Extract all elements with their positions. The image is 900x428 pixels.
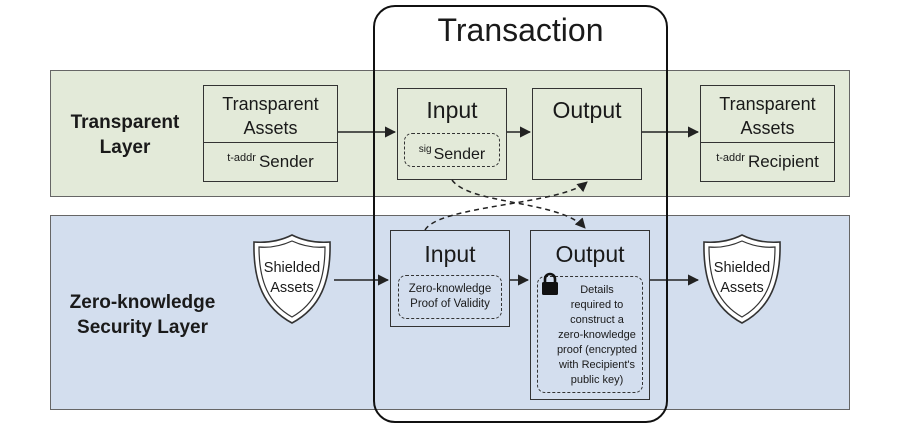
transparent-input-title: Input (426, 97, 478, 123)
recipient-addr-label: Recipient (747, 152, 819, 171)
transparent-layer-label: Transparent Layer (55, 110, 195, 160)
recipient-assets-title: Transparent Assets (701, 86, 834, 142)
details-line: Details (580, 284, 614, 296)
shielded-in-line2: Assets (270, 280, 314, 296)
dashed-arrow-zk-input-to-output (424, 181, 588, 231)
transparent-layer-label-line1: Transparent (70, 112, 180, 133)
zk-output-title: Output (555, 241, 625, 267)
sender-assets-title-line2: Assets (243, 118, 298, 138)
zk-proof-box: Zero-knowledge Proof of Validity (398, 275, 502, 319)
recipient-addr-prefix: t-addr (716, 152, 745, 164)
zk-input-title: Input (424, 241, 476, 267)
details-line: with Recipient's (558, 359, 636, 371)
transparent-output-title: Output (552, 97, 622, 123)
shield-icon (703, 234, 781, 324)
recipient-assets-title-line1: Transparent (719, 94, 816, 114)
details-line: construct a (570, 314, 624, 326)
recipient-assets-title-line2: Assets (740, 118, 795, 138)
details-line: required to (570, 299, 624, 311)
zk-output-box: Output Details required to construct a z… (530, 230, 650, 400)
sig-prefix: sig (418, 144, 432, 155)
shielded-assets-in-label: Shielded Assets (250, 258, 334, 298)
zk-details-box: Details required to construct a zero-kno… (537, 276, 643, 393)
zk-proof-line2: Proof of Validity (410, 298, 490, 310)
zk-layer-label-line2: Security Layer (77, 317, 208, 338)
shielded-out-line2: Assets (720, 280, 764, 296)
transaction-frame (373, 5, 668, 423)
sender-addr-label: Sender (258, 152, 314, 171)
zk-proof-line1: Zero-knowledge (408, 283, 492, 295)
details-line: zero-knowledge (558, 329, 636, 341)
shielded-out-line1: Shielded (713, 260, 771, 276)
sender-addr-prefix: t-addr (227, 152, 256, 164)
lock-icon (542, 272, 558, 295)
transparent-output-box: Output (532, 88, 642, 180)
shielded-in-line1: Shielded (263, 260, 321, 276)
dashed-arrow-input-to-zk-output (451, 179, 586, 229)
shield-icon (253, 234, 331, 324)
transaction-title: Transaction (437, 12, 604, 48)
zk-layer-label-line1: Zero-knowledge (69, 292, 216, 313)
sender-assets-title-line1: Transparent (222, 94, 319, 114)
sender-assets-title: Transparent Assets (204, 86, 337, 142)
zk-layer-label: Zero-knowledge Security Layer (55, 290, 230, 340)
zk-input-box: Input Zero-knowledge Proof of Validity (390, 230, 510, 327)
sig-sender-label: Sender (433, 146, 486, 163)
details-line: public key) (570, 374, 624, 386)
transparent-layer-label-line2: Layer (99, 137, 151, 158)
shielded-assets-out-label: Shielded Assets (700, 258, 784, 298)
details-line: proof (encrypted (556, 344, 638, 356)
